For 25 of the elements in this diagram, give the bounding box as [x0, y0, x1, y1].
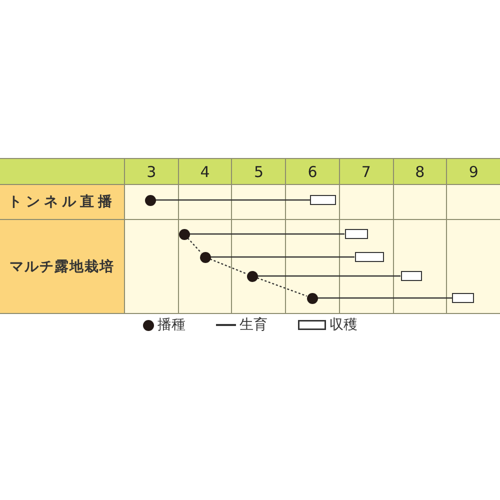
growth-line — [210, 256, 354, 258]
month-header: 3 — [125, 159, 178, 184]
month-header: 6 — [286, 159, 339, 184]
month-header: 8 — [394, 159, 446, 184]
growth-line — [190, 233, 344, 235]
row-header: トンネル直播 — [0, 185, 124, 219]
row-header: マルチ露地栽培 — [0, 220, 124, 313]
harvest-box — [354, 252, 384, 262]
legend-text: 収穫 — [330, 316, 358, 334]
month-header: 7 — [340, 159, 393, 184]
legend-text: 播種 — [158, 316, 186, 334]
growth-line — [156, 199, 310, 201]
dotted-line — [187, 238, 202, 254]
harvest-box — [400, 271, 422, 281]
month-header: 9 — [447, 159, 500, 184]
month-header: 5 — [232, 159, 286, 184]
harvest-box — [344, 229, 368, 239]
dotted-line — [210, 258, 248, 274]
growth-line — [318, 297, 452, 299]
dotted-line — [256, 277, 308, 297]
month-header: 4 — [178, 159, 232, 184]
harvest-box — [310, 195, 336, 205]
growth-line — [258, 275, 400, 277]
legend-text: 生育 — [240, 316, 268, 334]
harvest-box — [452, 293, 474, 303]
